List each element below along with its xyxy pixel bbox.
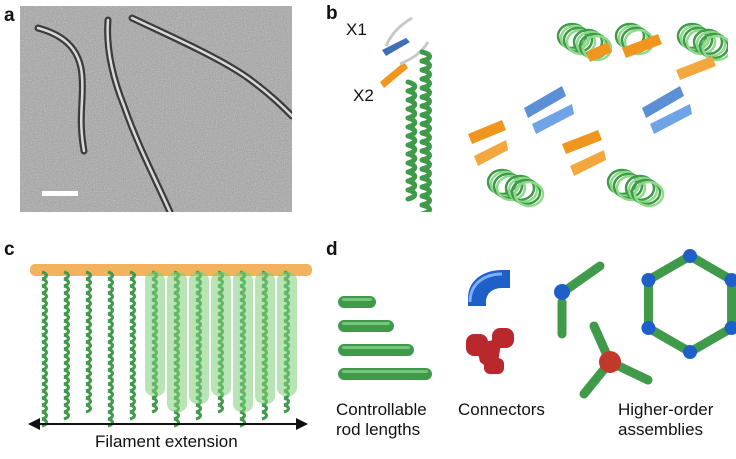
connector-elbow bbox=[468, 270, 510, 306]
rod-1 bbox=[338, 296, 376, 308]
panel-label-d: d bbox=[326, 239, 338, 260]
connectors bbox=[466, 270, 514, 374]
monomer-helices bbox=[405, 49, 432, 212]
annotation-x1: X1 bbox=[346, 20, 367, 39]
assembly-bend bbox=[554, 261, 605, 339]
panel-label-c: c bbox=[4, 239, 15, 260]
micrograph-panel-a bbox=[20, 6, 292, 212]
assembly-hexagon bbox=[641, 249, 736, 359]
rod-lengths bbox=[338, 296, 432, 380]
panel-label-b: b bbox=[326, 3, 338, 24]
scale-bar bbox=[42, 191, 78, 196]
filament-model bbox=[30, 264, 312, 428]
annotation-x2: X2 bbox=[353, 86, 374, 105]
assembly-tripod bbox=[579, 321, 653, 399]
connector-tee bbox=[466, 328, 514, 374]
rod-4 bbox=[338, 368, 432, 380]
rods bbox=[338, 296, 432, 380]
caption-connectors: Connectors bbox=[458, 400, 545, 419]
ribbon-monomer bbox=[380, 16, 432, 212]
panel-label-a: a bbox=[4, 5, 15, 26]
higher-order-assemblies bbox=[554, 249, 736, 399]
filament-helices bbox=[41, 270, 297, 428]
lattice-strands bbox=[468, 34, 716, 176]
ribbon-lattice bbox=[468, 22, 728, 208]
double-arrow bbox=[28, 418, 308, 430]
caption-filament-extension: Filament extension bbox=[95, 432, 238, 451]
rod-2 bbox=[338, 320, 394, 332]
rod-3 bbox=[338, 344, 414, 356]
caption-higher-order-assemblies: Higher-order assemblies bbox=[618, 400, 714, 439]
caption-rod-lengths: Controllable rod lengths bbox=[336, 400, 427, 439]
